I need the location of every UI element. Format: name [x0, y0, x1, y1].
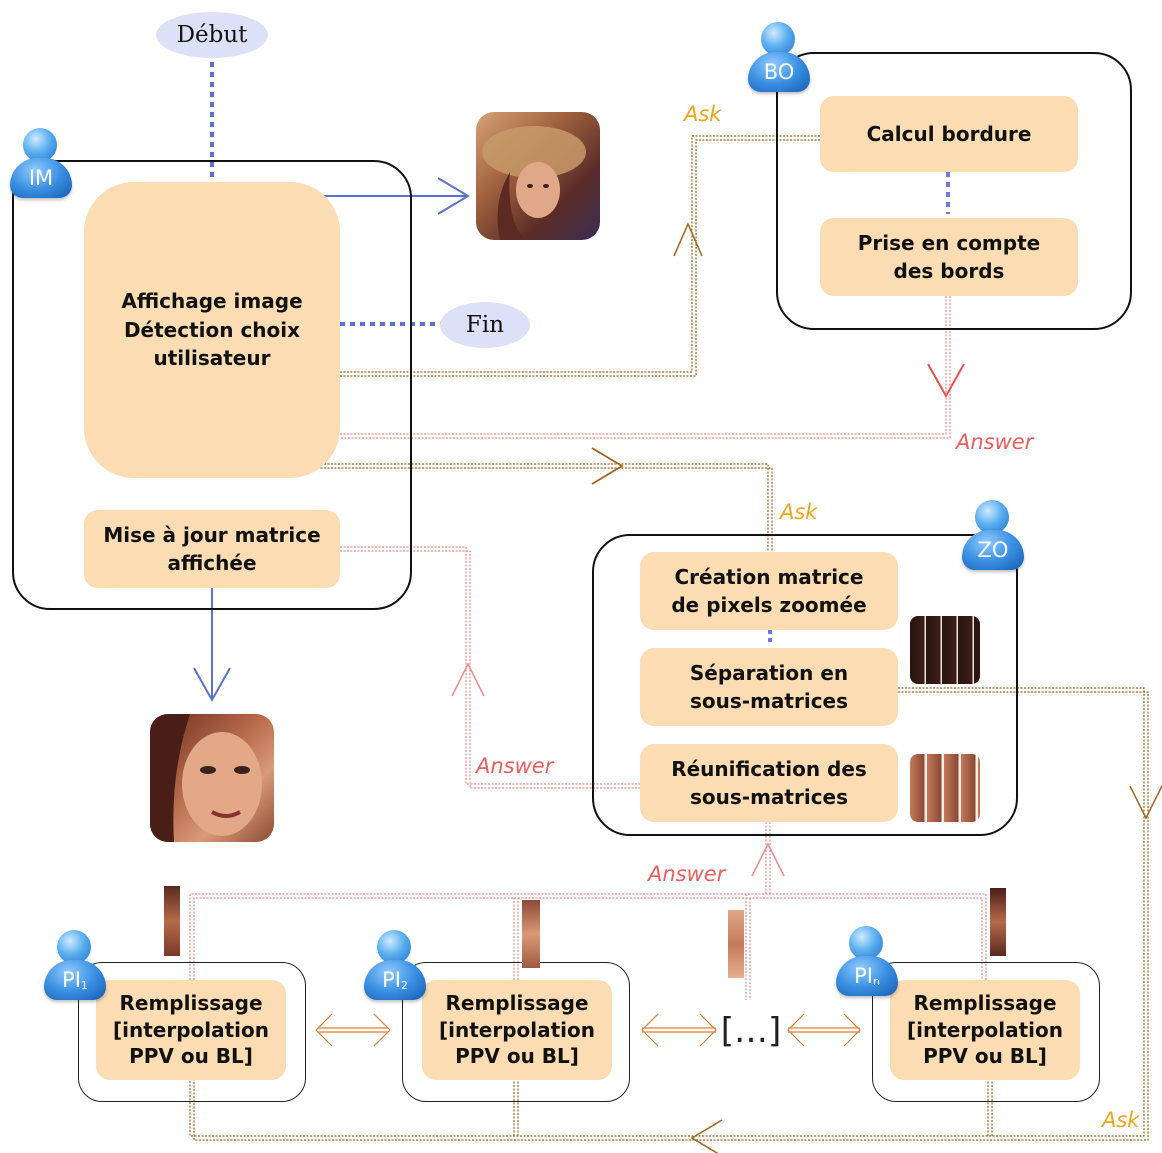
box-display-image: Affichage image Détection choix utilisat… — [84, 182, 340, 478]
avatar-body-icon: IM — [10, 158, 72, 198]
box-merge-text: Réunification des sous-matrices — [671, 756, 867, 809]
start-label: Début — [176, 22, 248, 48]
label-answer-pi: Answer — [648, 862, 726, 886]
original-image-figure — [482, 126, 586, 240]
box-fill-pi1-text: Remplissage [interpolation PPV ou BL] — [112, 991, 270, 1069]
arrowhead-zoomed — [193, 667, 231, 703]
box-edges: Prise en compte des bords — [820, 218, 1078, 296]
agent-zo-avatar: ZO — [962, 500, 1024, 574]
slice-pi2-image — [522, 900, 540, 968]
arrowhead-ask-left — [690, 1119, 723, 1153]
answer-bo-to-im — [340, 296, 951, 439]
label-ask-zo: Ask — [780, 500, 818, 524]
box-display-image-text: Affichage image Détection choix utilisat… — [121, 289, 303, 371]
box-split: Séparation en sous-matrices — [640, 648, 898, 726]
start-node: Début — [156, 12, 268, 58]
box-split-text: Séparation en sous-matrices — [689, 660, 849, 713]
agent-pin-sub: n — [872, 974, 880, 988]
agent-pi2-frame — [402, 962, 630, 1102]
arrowhead-ask-bo — [673, 222, 703, 257]
ask-zo-to-pi — [189, 687, 1149, 1141]
agent-im-label: IM — [28, 166, 54, 190]
box-fill-pi2-text: Remplissage [interpolation PPV ou BL] — [438, 991, 596, 1069]
arrowhead-photo — [437, 177, 470, 215]
arrowhead-ask-down — [1129, 785, 1162, 820]
agent-pi1-label: PI — [62, 968, 81, 992]
arrowhead-answer-im — [451, 662, 485, 697]
bidir-pi1-pi2 — [315, 1013, 391, 1047]
box-fill-pin: Remplissage [interpolation PPV ou BL] — [890, 980, 1080, 1080]
box-calc-border: Calcul bordure — [820, 96, 1078, 172]
end-label: Fin — [465, 312, 505, 338]
ask-im-to-bo — [340, 135, 820, 377]
agent-im-avatar: IM — [10, 128, 72, 202]
label-answer-bo: Answer — [956, 430, 1034, 454]
zoomed-image — [150, 714, 274, 842]
label-answer-im: Answer — [476, 754, 554, 778]
end-node: Fin — [440, 302, 530, 348]
agent-pin-label: PI — [854, 964, 873, 988]
ellipsis: […] — [718, 1006, 784, 1056]
agent-bo-avatar: BO — [748, 22, 810, 96]
avatar-body-icon: BO — [748, 52, 810, 92]
box-calc-border-text: Calcul bordure — [866, 121, 1032, 146]
bidir-ellipsis-pin — [787, 1013, 861, 1047]
avatar-head-icon — [377, 930, 411, 964]
arrowhead-answer-bo — [927, 363, 965, 399]
agent-zo-frame — [592, 534, 1018, 836]
slice-pin-image — [990, 888, 1006, 956]
avatar-head-icon — [849, 926, 883, 960]
box-edges-text: Prise en compte des bords — [857, 230, 1041, 283]
avatar-body-icon: ZO — [962, 530, 1024, 570]
agent-pi2-label: PI — [382, 968, 401, 992]
ask-im-to-zo — [310, 463, 773, 552]
box-merge: Réunification des sous-matrices — [640, 744, 898, 822]
agent-pi2-sub: 2 — [400, 978, 408, 992]
ellipsis-text: […] — [720, 1011, 782, 1051]
agent-pin-frame — [872, 962, 1100, 1102]
answer-pi-to-zo — [189, 822, 987, 1000]
label-ask-pi: Ask — [1102, 1108, 1140, 1132]
label-ask-bo: Ask — [684, 102, 722, 126]
avatar-head-icon — [23, 128, 57, 162]
agent-bo-label: BO — [763, 60, 795, 84]
slice-middle-image — [728, 910, 744, 978]
agent-pi1-frame — [78, 962, 306, 1102]
arrowhead-answer-pi — [751, 842, 785, 877]
zoomed-image-figure — [150, 714, 262, 842]
avatar-head-icon — [975, 500, 1009, 534]
agent-pi1-sub: 1 — [80, 978, 88, 992]
bidir-pi2-ellipsis — [641, 1013, 717, 1047]
box-update-matrix-text: Mise à jour matrice affichée — [103, 522, 321, 575]
box-create-matrix: Création matrice de pixels zoomée — [640, 552, 898, 630]
box-create-matrix-text: Création matrice de pixels zoomée — [671, 564, 867, 617]
avatar-head-icon — [761, 22, 795, 56]
arrowhead-ask-zo — [591, 447, 624, 485]
box-fill-pin-text: Remplissage [interpolation PPV ou BL] — [906, 991, 1064, 1069]
split-matrix-image — [910, 616, 980, 684]
slice-pi1-image — [164, 886, 180, 956]
agent-im-frame — [12, 160, 412, 610]
box-fill-pi2: Remplissage [interpolation PPV ou BL] — [422, 980, 612, 1080]
box-update-matrix: Mise à jour matrice affichée — [84, 510, 340, 588]
avatar-head-icon — [57, 930, 91, 964]
merged-matrix-image — [910, 754, 980, 822]
agent-zo-label: ZO — [977, 538, 1009, 562]
box-fill-pi1: Remplissage [interpolation PPV ou BL] — [96, 980, 286, 1080]
agent-bo-frame — [776, 52, 1132, 330]
original-image — [476, 112, 600, 240]
